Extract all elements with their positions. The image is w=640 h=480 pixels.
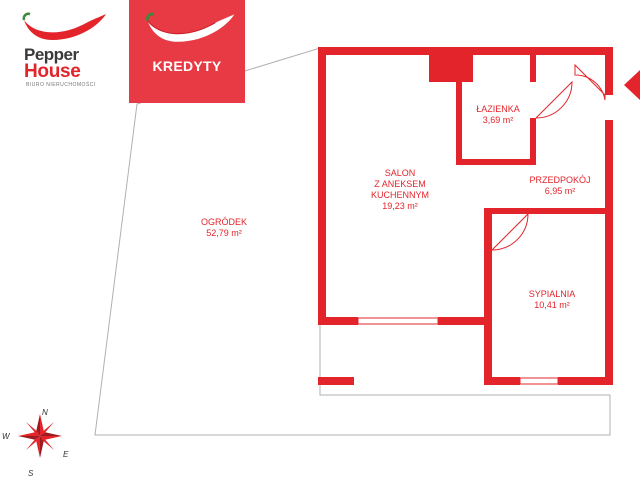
compass-w: W [2,432,10,441]
room-area: 10,41 m² [534,300,570,310]
room-name: Z ANEKSEM [374,179,426,189]
room-name: SYPIALNIA [528,289,576,299]
room-sypialnia: SYPIALNIA 10,41 m² [512,289,592,311]
kredyty-label: KREDYTY [152,58,222,74]
compass-rose-icon [18,414,62,458]
room-ogrodek: OGRÓDEK 52,79 m² [184,217,264,239]
room-name: SALON [384,168,416,178]
room-lazienka: ŁAZIENKA 3,69 m² [466,104,530,126]
room-salon: SALON Z ANEKSEM KUCHENNYM 19,23 m² [360,168,440,212]
entrance-arrow-icon [624,70,640,100]
brand-logo: Pepper House BIURO NIERUCHOMOŚCI [14,10,109,90]
room-area: 3,69 m² [482,115,514,125]
chili-pepper-icon [22,12,106,40]
brand-name-line1: Pepper [24,45,79,64]
room-name: PRZEDPOKÓJ [529,175,591,185]
room-name: OGRÓDEK [200,217,247,227]
compass-e: E [63,450,69,459]
room-area: 19,23 m² [382,201,418,211]
doors [491,63,606,251]
room-name: KUCHENNYM [370,190,429,200]
brand-name-line2: House [24,61,81,82]
compass-n: N [42,408,48,417]
walls [318,47,613,385]
windows [318,54,559,385]
garden-outline [94,47,611,436]
chili-pepper-icon [146,12,235,42]
brand-tagline: BIURO NIERUCHOMOŚCI [26,82,96,88]
compass-s: S [28,469,34,478]
room-area: 52,79 m² [206,228,242,238]
room-przedpokoj: PRZEDPOKÓJ 6,95 m² [520,175,600,197]
room-name: ŁAZIENKA [476,104,520,114]
room-area: 6,95 m² [544,186,576,196]
kredyty-banner[interactable]: KREDYTY [129,0,245,103]
